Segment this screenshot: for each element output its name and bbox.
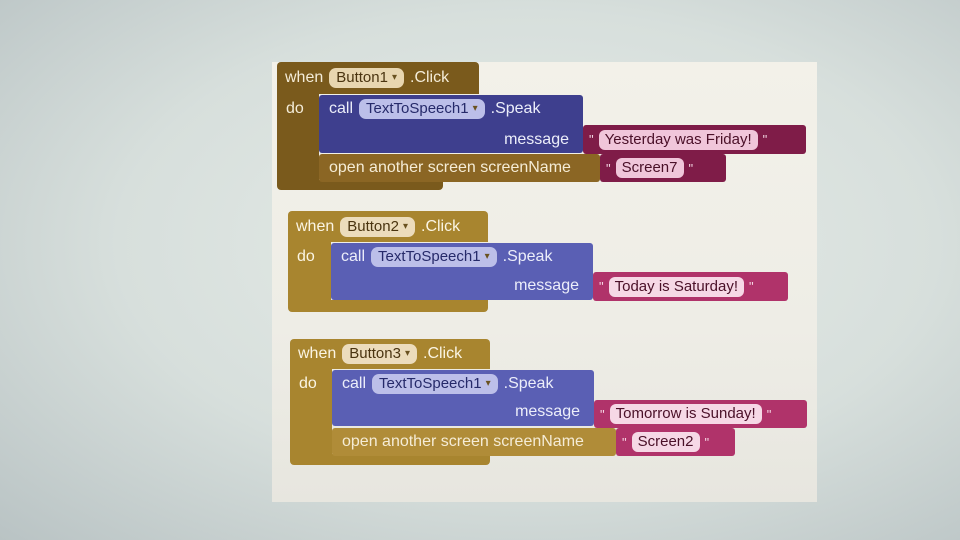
open-another-screen-block[interactable]: open another screen screenName — [319, 154, 600, 182]
chevron-down-icon: ▾ — [485, 378, 491, 389]
texttospeech-dropdown[interactable]: TextToSpeech1 ▾ — [371, 247, 497, 267]
component-name: TextToSpeech1 — [379, 375, 482, 392]
when-label: when — [285, 69, 324, 86]
event-header: when Button2 ▾ .Click — [288, 211, 488, 242]
message-label: message — [504, 131, 569, 148]
message-text-value[interactable]: Yesterday was Friday! — [598, 129, 758, 150]
button3-dropdown[interactable]: Button3 ▾ — [342, 344, 417, 364]
open-another-screen-block[interactable]: open another screen screenName — [332, 428, 616, 456]
close-quote-icon: " — [749, 279, 754, 294]
open-screen-label: open another screen screenName — [329, 159, 571, 176]
method-name: .Speak — [490, 100, 541, 117]
screen-name-value[interactable]: Screen2 — [631, 432, 700, 452]
event-name: .Click — [421, 217, 461, 235]
close-quote-icon: " — [688, 160, 694, 176]
event-name: .Click — [410, 69, 450, 86]
when-label: when — [298, 345, 337, 362]
chevron-down-icon: ▾ — [472, 103, 478, 114]
message-text-value[interactable]: Today is Saturday! — [608, 276, 745, 297]
call-speak-block[interactable]: call TextToSpeech1 ▾ .Speak message — [332, 370, 594, 426]
message-text-value[interactable]: Tomorrow is Sunday! — [609, 404, 762, 424]
chevron-down-icon: ▾ — [402, 220, 408, 232]
component-name: TextToSpeech1 — [366, 100, 469, 117]
close-quote-icon: " — [704, 434, 710, 450]
call-speak-block[interactable]: call TextToSpeech1 ▾ .Speak message — [331, 243, 593, 300]
open-quote-icon: " — [599, 279, 604, 294]
screen-name-text-block[interactable]: " Screen7 " — [600, 154, 726, 182]
event-block-foot — [288, 300, 488, 312]
open-quote-icon: " — [600, 406, 605, 422]
chevron-down-icon: ▾ — [404, 348, 410, 359]
screen-name-value[interactable]: Screen7 — [615, 158, 684, 178]
message-label: message — [515, 403, 580, 420]
message-label: message — [514, 277, 579, 294]
button1-dropdown[interactable]: Button1 ▾ — [329, 68, 404, 88]
message-text-block[interactable]: " Tomorrow is Sunday! " — [594, 400, 807, 428]
open-screen-label: open another screen screenName — [342, 433, 584, 450]
close-quote-icon: " — [762, 132, 768, 147]
texttospeech-dropdown[interactable]: TextToSpeech1 ▾ — [372, 374, 498, 394]
method-name: .Speak — [503, 375, 554, 392]
do-section: do — [288, 242, 331, 302]
open-quote-icon: " — [589, 132, 594, 147]
button-name: Button3 — [349, 345, 401, 362]
event-name: .Click — [423, 345, 463, 362]
call-label: call — [341, 248, 366, 265]
method-name: .Speak — [502, 248, 553, 265]
chevron-down-icon: ▾ — [484, 251, 490, 262]
close-quote-icon: " — [766, 406, 772, 422]
do-label: do — [299, 375, 317, 392]
message-text-block[interactable]: " Yesterday was Friday! " — [583, 125, 806, 154]
call-speak-block[interactable]: call TextToSpeech1 ▾ .Speak message — [319, 95, 583, 153]
component-name: TextToSpeech1 — [378, 248, 481, 265]
button2-dropdown[interactable]: Button2 ▾ — [340, 216, 415, 237]
button-name: Button2 — [347, 217, 399, 235]
message-text-block[interactable]: " Today is Saturday! " — [593, 272, 788, 301]
event-header: when Button1 ▾ .Click — [277, 62, 479, 94]
do-section: do — [290, 369, 332, 454]
event-block-foot — [290, 454, 490, 465]
call-label: call — [342, 375, 367, 392]
texttospeech-dropdown[interactable]: TextToSpeech1 ▾ — [359, 99, 485, 119]
event-header: when Button3 ▾ .Click — [290, 339, 490, 369]
screen-name-text-block[interactable]: " Screen2 " — [616, 428, 735, 456]
when-label: when — [296, 217, 335, 235]
call-label: call — [329, 100, 354, 117]
do-label: do — [286, 100, 304, 117]
do-label: do — [297, 248, 315, 265]
open-quote-icon: " — [622, 434, 627, 450]
event-block-foot — [277, 180, 443, 190]
open-quote-icon: " — [606, 160, 611, 176]
chevron-down-icon: ▾ — [391, 72, 397, 83]
do-section: do — [277, 94, 319, 180]
button-name: Button1 — [336, 69, 388, 86]
